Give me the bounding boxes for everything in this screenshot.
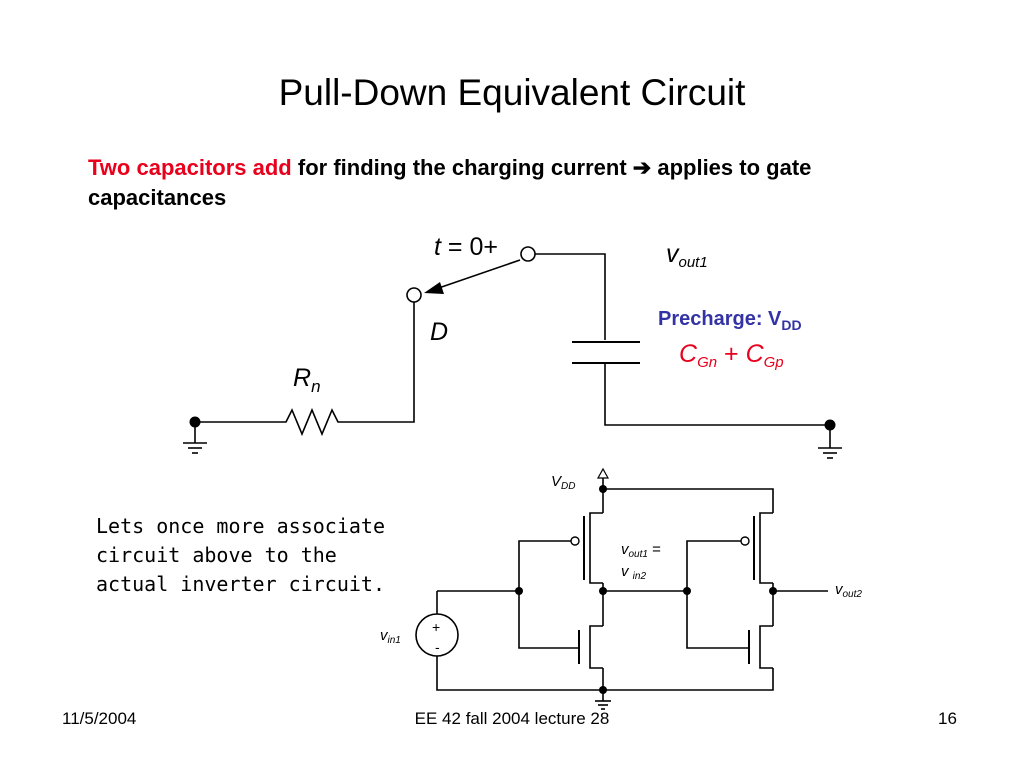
source-minus: - xyxy=(435,639,440,655)
top-circuit: t = 0+ vout1 D Rn Precharge: VDD CGn + C… xyxy=(183,233,842,459)
inverter-circuit: + - VDD vout1 = v in2 xyxy=(380,467,862,710)
nmos-transistor-1 xyxy=(543,625,603,669)
wire-cap-ground xyxy=(604,363,830,426)
subtitle-tail: applies to gate capacitances xyxy=(88,155,812,210)
vdd-supply-icon xyxy=(596,467,610,479)
pmos-transistor-2 xyxy=(712,512,773,584)
label-d: D xyxy=(430,318,448,346)
wire-vout1 xyxy=(535,253,606,340)
label-vout1-eq: vout1 = xyxy=(621,541,661,560)
footer-page-number: 16 xyxy=(938,709,957,728)
node-vout2 xyxy=(769,587,777,595)
vdd-rail xyxy=(603,488,774,513)
switch-terminal-d xyxy=(406,287,422,303)
node-inv1-gate xyxy=(515,587,523,595)
ground-icon xyxy=(183,442,207,454)
slide-subtitle: Two capacitors add for finding the charg… xyxy=(88,153,948,213)
label-vin2: v in2 xyxy=(621,563,646,582)
inv1-gate-wire xyxy=(518,540,543,649)
nmos-transistor-2 xyxy=(712,625,773,669)
wire-d-resistor xyxy=(345,302,415,423)
switch-arm xyxy=(429,259,521,292)
label-rn: Rn xyxy=(293,364,321,396)
label-vdd: VDD xyxy=(551,473,575,492)
label-t-equals: t = 0+ xyxy=(434,233,498,261)
label-vin1: vin1 xyxy=(380,627,401,646)
resistor-rn xyxy=(278,407,345,437)
switch-arrow-icon xyxy=(424,282,444,294)
label-vout1: vout1 xyxy=(666,240,708,271)
footer-date: 11/5/2004 xyxy=(62,709,137,728)
note-text: Lets once more associate circuit above t… xyxy=(96,514,385,596)
label-vout2: vout2 xyxy=(835,581,862,600)
ground-icon xyxy=(818,447,842,459)
subtitle-highlight: Two capacitors add xyxy=(88,155,292,180)
switch-terminal-top xyxy=(520,246,536,262)
label-precharge: Precharge: VDD xyxy=(658,308,802,333)
label-cgn-cgp: CGn + CGp xyxy=(679,340,784,371)
footer-course: EE 42 fall 2004 lecture 28 xyxy=(414,709,610,728)
arrow-icon: ➔ xyxy=(632,155,652,180)
pmos-transistor-1 xyxy=(543,512,603,584)
ground-icon xyxy=(595,700,611,710)
inv2-gate-wire xyxy=(686,540,712,649)
node-vout1 xyxy=(599,587,607,595)
subtitle-text: for finding the charging current xyxy=(297,155,627,180)
slide-title: Pull-Down Equivalent Circuit xyxy=(278,72,746,113)
source-plus: + xyxy=(432,619,440,635)
